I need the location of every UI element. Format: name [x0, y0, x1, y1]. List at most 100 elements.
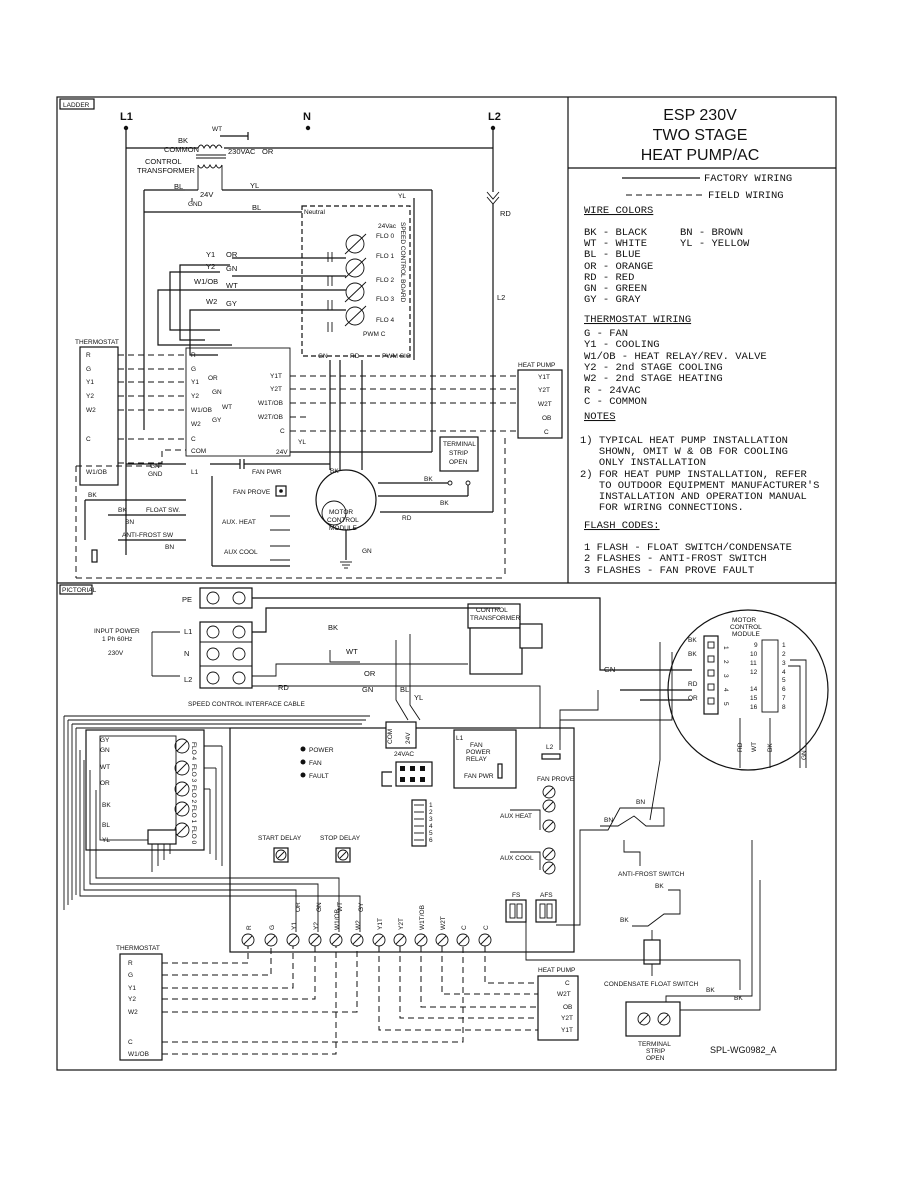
tstat-wiring-item: W1/OB - HEAT RELAY/REV. VALVE [584, 351, 767, 363]
heat-pump-label: HEAT PUMP [518, 362, 555, 369]
pwm-sig-label: PWM SIG [382, 353, 411, 360]
status-leds: POWER FAN FAULT [300, 746, 334, 780]
wire-label: BN [165, 544, 174, 551]
wire-label: WT [212, 126, 222, 133]
motor-label: MODULE [329, 525, 357, 532]
speed-board-label: SPEED CONTROL BOARD [399, 222, 406, 303]
strip-label: STRIP [449, 450, 468, 457]
led-label: POWER [309, 747, 334, 754]
flo-label: FLO 3 [190, 764, 197, 782]
hp-term: W2T [557, 991, 571, 998]
wire-color: RD - RED [584, 272, 634, 284]
ladder-label: LADDER [63, 102, 90, 109]
grid-label: 2 [782, 651, 786, 658]
wire-label: BN [604, 817, 613, 824]
wire-label: RD [350, 353, 360, 360]
v230-label: 230V [108, 650, 124, 657]
wire-color: BK - BLACK [584, 227, 648, 239]
board-term: W2 [191, 421, 201, 428]
wire-label: YL [250, 181, 259, 190]
n-label: N [184, 649, 189, 658]
led-label: FAULT [309, 773, 329, 780]
aux-cool-label: AUX COOL [224, 549, 258, 556]
wire-label: GN [318, 353, 328, 360]
pe-label: PE [182, 595, 192, 604]
grid-label: 14 [750, 686, 758, 693]
grid-label: 15 [750, 695, 758, 702]
title-block: ESP 230V TWO STAGE HEAT PUMP/AC [568, 107, 836, 169]
bottom-term: R [246, 925, 253, 930]
pin-label: 2 [722, 660, 729, 664]
wire-tag: W2 [206, 297, 217, 306]
wire-label: GN [362, 548, 372, 555]
wire-label: BK [688, 637, 697, 644]
flo-label: FLO 2 [190, 785, 197, 803]
bottom-term: W2 [355, 920, 362, 930]
wire-tag: Y2 [206, 262, 215, 271]
tstat-wiring-item: Y2 - 2nd STAGE COOLING [584, 362, 723, 374]
grid-label: 6 [782, 686, 786, 693]
v24ac-label: 24VAC [394, 751, 414, 758]
tstat-term: Y1 [128, 985, 136, 992]
ladder-board-outline [185, 347, 291, 457]
dip-label: 1 [429, 802, 433, 809]
flo-label: FLO 0 [376, 233, 394, 240]
tstat-term: W2 [86, 407, 96, 414]
wire-color: YL - YELLOW [680, 238, 750, 250]
tstat-term: C [128, 1039, 133, 1046]
bottom-term: C [461, 925, 468, 930]
wire-label: RD [737, 742, 744, 752]
afs-terminal [535, 899, 557, 923]
motor-label: MOTOR [732, 617, 756, 624]
title-line1: ESP 230V [663, 107, 737, 124]
hp-term: Y2T [561, 1015, 573, 1022]
wire-label: BL [102, 822, 110, 829]
note-line: INSTALLATION AND OPERATION MANUAL [580, 491, 807, 503]
wire-label: BK [118, 507, 127, 514]
tstat-term: G [128, 972, 133, 979]
wire-label: BK [620, 917, 629, 924]
wire-label: GN [801, 750, 808, 760]
thermostat-wiring-heading: THERMOSTAT WIRING [584, 314, 691, 326]
wire-label: BK [102, 802, 111, 809]
gnd-label: GND [188, 201, 203, 208]
pin-label: 4 [722, 688, 729, 692]
led-label: FAN [309, 760, 322, 767]
dip-label: 3 [429, 816, 433, 823]
wire-label: RD [402, 515, 412, 522]
gnd-label: GND [148, 471, 163, 478]
tstat-wiring-item: C - COMMON [584, 396, 647, 408]
grid-label: 8 [782, 704, 786, 711]
wire-tag: WT [226, 281, 238, 290]
transformer-label: TRANSFORMER [137, 166, 196, 175]
note-line: FOR WIRING CONNECTIONS. [580, 502, 744, 514]
wire-tag: WT [222, 404, 232, 411]
afs-label: AFS [540, 892, 553, 899]
flo-label: FLO 0 [190, 826, 197, 844]
tstat-term: R [86, 352, 91, 359]
transformer-label: CONTROL [476, 607, 508, 614]
flash-code: 2 FLASHES - ANTI-FROST SWITCH [584, 553, 767, 565]
bottom-term: W1/OB [334, 909, 341, 930]
ladder-l1: L1 [120, 111, 133, 123]
fan-pwr-label: FAN PWR [252, 469, 282, 476]
motor-label: CONTROL [730, 624, 762, 631]
wire-label: BL [174, 182, 183, 191]
strip-label: OPEN [449, 459, 468, 466]
note-line: ONLY INSTALLATION [580, 457, 706, 469]
v24-label: 24V [405, 732, 412, 744]
dip-label: 2 [429, 809, 433, 816]
dip-label: 4 [429, 823, 433, 830]
aux-cool-label: AUX COOL [500, 855, 534, 862]
hp-term: W2T [538, 401, 552, 408]
anti-frost-label: ANTI-FROST SWITCH [618, 871, 685, 878]
wire-label: YL [414, 693, 423, 702]
tstat-term: Y1 [86, 379, 94, 386]
field-wiring-label: FIELD WIRING [708, 190, 784, 202]
wire-label: GY [358, 902, 365, 912]
wire-label: BK [440, 500, 449, 507]
wire-label: YL [298, 439, 306, 446]
anti-frost-label: ANTI-FROST SW [122, 532, 174, 539]
board-term: Y1 [191, 379, 199, 386]
board-term: Y2 [191, 393, 199, 400]
